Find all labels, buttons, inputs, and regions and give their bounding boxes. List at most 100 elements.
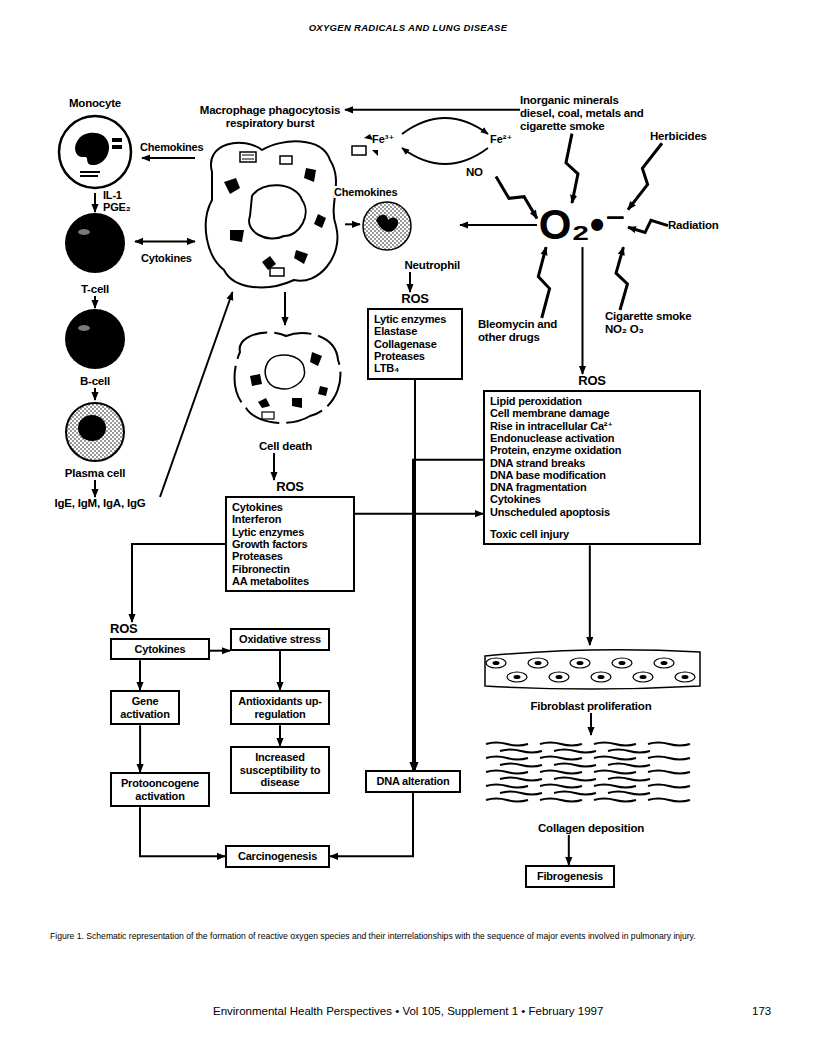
page-number: 173 xyxy=(752,1005,771,1017)
box-text: Fibrogenesis xyxy=(531,870,609,883)
fibroblast xyxy=(612,658,632,668)
source-label-node: Herbicides xyxy=(650,130,730,143)
dying-cell-part xyxy=(250,352,328,408)
collagen-fibre xyxy=(500,750,542,753)
connector xyxy=(589,545,591,645)
connector xyxy=(140,807,225,856)
collagen-fibre xyxy=(608,778,650,781)
iron-cycle-arrow xyxy=(402,118,488,134)
lightning-arrow xyxy=(628,143,662,209)
connector xyxy=(345,223,360,225)
macrophage-cell-part xyxy=(206,141,338,287)
fibroblast xyxy=(591,672,611,682)
edge-label: IL-1 PGE₂ xyxy=(103,189,137,213)
collagen-fibre xyxy=(554,764,596,767)
process-box: Oxidative stress xyxy=(230,628,330,651)
macrophage-cell xyxy=(206,134,378,287)
superoxide-node: O₂•⁻ xyxy=(537,203,628,247)
fibroblast-nucleus xyxy=(619,661,626,665)
monocyte-cell-part xyxy=(75,133,109,165)
collagen-fibre xyxy=(608,792,650,795)
process-box: Antioxidants up-regulation xyxy=(230,690,330,725)
list-item: Lytic enzymes xyxy=(374,313,456,325)
b-cell-part xyxy=(65,309,125,369)
fibroblast-layer xyxy=(485,650,700,689)
collagen-fibre xyxy=(608,750,650,753)
fibroblast-nucleus xyxy=(640,675,647,679)
cell-illustration-node: Monocyte xyxy=(48,97,142,193)
box-heading: ROS xyxy=(225,480,355,495)
fibroblast xyxy=(507,672,527,682)
list-item: Endonuclease activation xyxy=(490,432,694,444)
chemical-label: Fe²⁺ xyxy=(490,133,512,146)
collagen-fibre xyxy=(500,778,542,781)
edge-label: Chemokines xyxy=(140,141,203,153)
process-box: Increased susceptibility to disease xyxy=(230,746,330,794)
connector xyxy=(279,651,281,690)
collagen-fibre xyxy=(500,764,542,767)
fibroblast xyxy=(486,658,506,668)
list-item: Protein, enzyme oxidation xyxy=(490,444,694,456)
chemical-label: Fe³⁺ xyxy=(372,133,394,146)
connector xyxy=(590,713,592,735)
plasma-cell-part xyxy=(78,415,106,441)
fibroblast-nucleus xyxy=(661,661,668,665)
connector xyxy=(132,544,225,622)
collagen-fibre xyxy=(486,771,528,774)
node-text: Radiation xyxy=(668,219,738,232)
fibroblast xyxy=(549,672,569,682)
fibroblast xyxy=(528,658,548,668)
connector xyxy=(345,109,520,111)
list-item: Growth factors xyxy=(232,538,348,550)
macrophage-cell-part xyxy=(280,156,292,164)
list-item: Rise in intracellular Ca²⁺ xyxy=(490,420,694,432)
source-label-node: NO xyxy=(466,166,496,179)
list-item: Cell membrane damage xyxy=(490,407,694,419)
collagen-fibre xyxy=(594,757,636,760)
connector xyxy=(273,453,275,480)
lightning-arrow xyxy=(616,247,627,310)
monocyte-cell xyxy=(59,116,131,188)
macrophage-cell-part xyxy=(249,185,306,238)
collagen-fibre xyxy=(540,757,582,760)
node-text: Inorganic minerals diesel, coal, metals … xyxy=(520,94,655,134)
monocyte-cell-part xyxy=(80,172,100,176)
process-box: DNA alteration xyxy=(365,770,461,793)
lightning-arrow xyxy=(496,177,537,219)
collagen-fibre xyxy=(540,785,582,788)
process-box: Fibrogenesis xyxy=(525,865,615,888)
monocyte-cell-part xyxy=(112,145,122,149)
connector xyxy=(568,835,570,865)
dying-cell-part xyxy=(235,333,341,423)
lightning-arrow xyxy=(628,220,668,232)
cell-label: Collagen deposition xyxy=(480,822,702,835)
macrophage-cell-part xyxy=(270,268,284,276)
cell-illustration-node: Plasma cell xyxy=(45,400,145,480)
collagen-fibre xyxy=(486,799,528,802)
cell-illustration-node: Neutrophil xyxy=(360,200,460,272)
collagen-fibre xyxy=(608,764,650,767)
connector xyxy=(413,460,483,770)
list-item: Cytokines xyxy=(490,493,694,505)
source-label-node: Radiation xyxy=(668,219,738,232)
list-item: Cytokines xyxy=(232,501,348,513)
list-item: Cytokines xyxy=(117,643,203,655)
cell-label: T-cell xyxy=(55,283,135,296)
collagen-fibre xyxy=(500,792,542,795)
collagen-fibre xyxy=(648,743,690,746)
list-item: Collagenase xyxy=(374,338,456,350)
b-cell xyxy=(65,309,125,369)
box-text: Oxidative stress xyxy=(236,633,324,646)
connector xyxy=(94,296,96,308)
connector xyxy=(330,793,413,857)
lightning-arrow xyxy=(538,247,549,318)
node-text: Cigarette smoke NO₂ O₃ xyxy=(605,310,705,336)
node-text: IgE, IgM, IgA, IgG xyxy=(25,497,175,510)
collagen-fibre xyxy=(648,785,690,788)
box-text: Increased susceptibility to disease xyxy=(236,751,324,789)
connector xyxy=(94,193,96,212)
dying-cell-part xyxy=(265,355,304,389)
connector xyxy=(160,292,233,497)
collagen-fibre xyxy=(594,771,636,774)
collagen-fibre xyxy=(540,799,582,802)
